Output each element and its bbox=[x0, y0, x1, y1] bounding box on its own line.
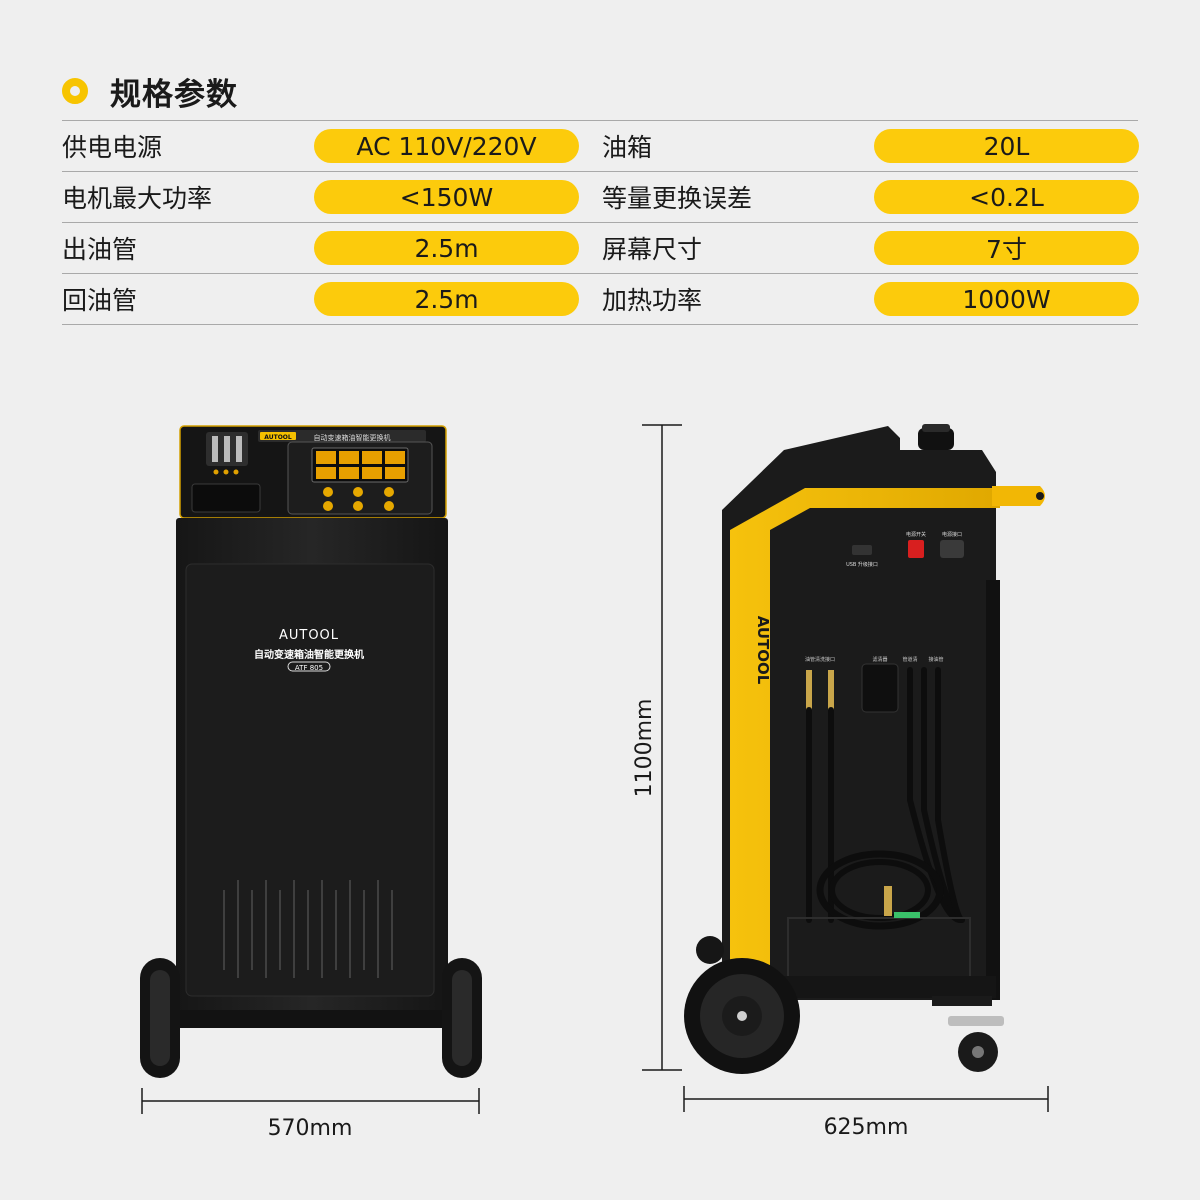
power-switch bbox=[908, 540, 924, 558]
usb-port bbox=[852, 545, 872, 555]
yellow-frame bbox=[730, 488, 1000, 980]
spec-label: 电机最大功率 bbox=[62, 184, 213, 213]
power-switch-label: 电源开关 bbox=[906, 531, 926, 538]
power-socket bbox=[940, 540, 964, 558]
spec-value: 2.5m bbox=[314, 231, 579, 265]
spec-label: 供电电源 bbox=[62, 133, 163, 162]
caster-bracket bbox=[948, 1016, 1004, 1026]
front-vents bbox=[223, 880, 393, 978]
screen-icons bbox=[316, 451, 405, 479]
depth-dimension bbox=[683, 1086, 1049, 1112]
front-product-name: 自动变速箱油智能更换机 bbox=[254, 648, 364, 661]
bullet-icon bbox=[62, 78, 88, 104]
spec-label: 油箱 bbox=[602, 133, 653, 162]
console-product-name: 自动变速箱油智能更换机 bbox=[314, 433, 391, 442]
control-buttons bbox=[323, 487, 394, 511]
port-label: 油管清洗接口 bbox=[805, 656, 835, 663]
port-label: 滤清器 bbox=[872, 656, 887, 663]
spec-row: 电机最大功率 <150W 等量更换误差 <0.2L bbox=[62, 172, 1139, 223]
spec-value: <150W bbox=[314, 180, 579, 214]
width-label: 570mm bbox=[268, 1116, 353, 1141]
port-label: 接油管 bbox=[928, 656, 943, 663]
spec-row: 出油管 2.5m 屏幕尺寸 7寸 bbox=[62, 223, 1139, 274]
spec-value: AC 110V/220V bbox=[314, 129, 579, 163]
spec-table: 供电电源 AC 110V/220V 油箱 20L 电机最大功率 <150W 等量… bbox=[62, 120, 1139, 325]
side-view-machine: AUTOOL USB 升级接口 电源开关 电源接口 油管清洗接口 滤清器 管道清… bbox=[684, 424, 1045, 1074]
handle bbox=[992, 486, 1045, 506]
spec-label: 屏幕尺寸 bbox=[602, 235, 703, 264]
spec-value: 1000W bbox=[874, 282, 1139, 316]
side-brand-label: AUTOOL bbox=[754, 616, 772, 685]
spec-label: 出油管 bbox=[62, 235, 138, 264]
spec-row: 供电电源 AC 110V/220V 油箱 20L bbox=[62, 121, 1139, 172]
product-dimension-figure: AUTOOL 自动变速箱油智能更换机 bbox=[140, 424, 1049, 1141]
front-model-label: ATF 805 bbox=[295, 664, 323, 672]
usb-label: USB 升级接口 bbox=[846, 561, 878, 568]
spec-label: 等量更换误差 bbox=[602, 184, 753, 213]
front-brand-label: AUTOOL bbox=[279, 628, 339, 643]
power-socket-label: 电源接口 bbox=[942, 531, 962, 538]
spec-label: 回油管 bbox=[62, 286, 138, 315]
front-view-machine: AUTOOL 自动变速箱油智能更换机 bbox=[140, 425, 482, 1078]
spec-value: 20L bbox=[874, 129, 1139, 163]
width-dimension bbox=[141, 1088, 480, 1114]
spec-value: <0.2L bbox=[874, 180, 1139, 214]
section-title: 规格参数 bbox=[110, 76, 238, 113]
spec-value: 2.5m bbox=[314, 282, 579, 316]
spec-label: 加热功率 bbox=[602, 286, 703, 315]
console-brand: AUTOOL bbox=[264, 434, 292, 441]
filter bbox=[861, 663, 899, 713]
port-label: 管道清 bbox=[902, 656, 917, 663]
height-label: 1100mm bbox=[632, 699, 657, 798]
section-header: 规格参数 bbox=[62, 68, 238, 114]
spec-row: 回油管 2.5m 加热功率 1000W bbox=[62, 274, 1139, 325]
depth-label: 625mm bbox=[824, 1115, 909, 1140]
spec-value: 7寸 bbox=[874, 231, 1139, 265]
height-dimension bbox=[642, 424, 682, 1071]
